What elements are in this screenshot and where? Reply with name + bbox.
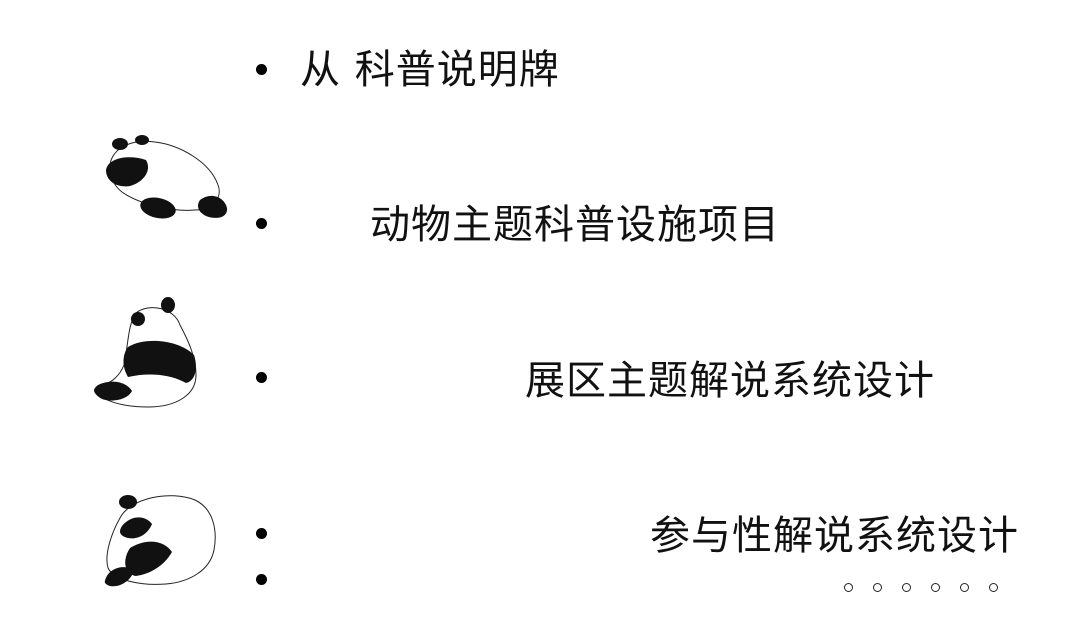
circle-dot-icon <box>931 583 940 592</box>
bullet-3 <box>256 372 267 383</box>
circle-dot-icon <box>873 583 882 592</box>
bullet-5 <box>256 574 267 585</box>
circle-dot-icon <box>902 583 911 592</box>
circle-dot-icon <box>989 583 998 592</box>
circle-dot-icon <box>844 583 853 592</box>
pagination-dots <box>844 583 998 592</box>
item-text-3: 展区主题解说系统设计 <box>525 358 935 404</box>
bullet-1 <box>256 64 267 75</box>
bullet-4 <box>256 528 267 539</box>
circle-dot-icon <box>960 583 969 592</box>
panda-icon <box>94 297 197 408</box>
item-text-4: 参与性解说系统设计 <box>650 513 1019 559</box>
item-text-1: 从 科普说明牌 <box>300 47 560 93</box>
bullet-2 <box>256 218 267 229</box>
item-text-2: 动物主题科普设施项目 <box>370 202 780 248</box>
panda-icon <box>106 135 228 219</box>
panda-icon <box>104 495 216 587</box>
